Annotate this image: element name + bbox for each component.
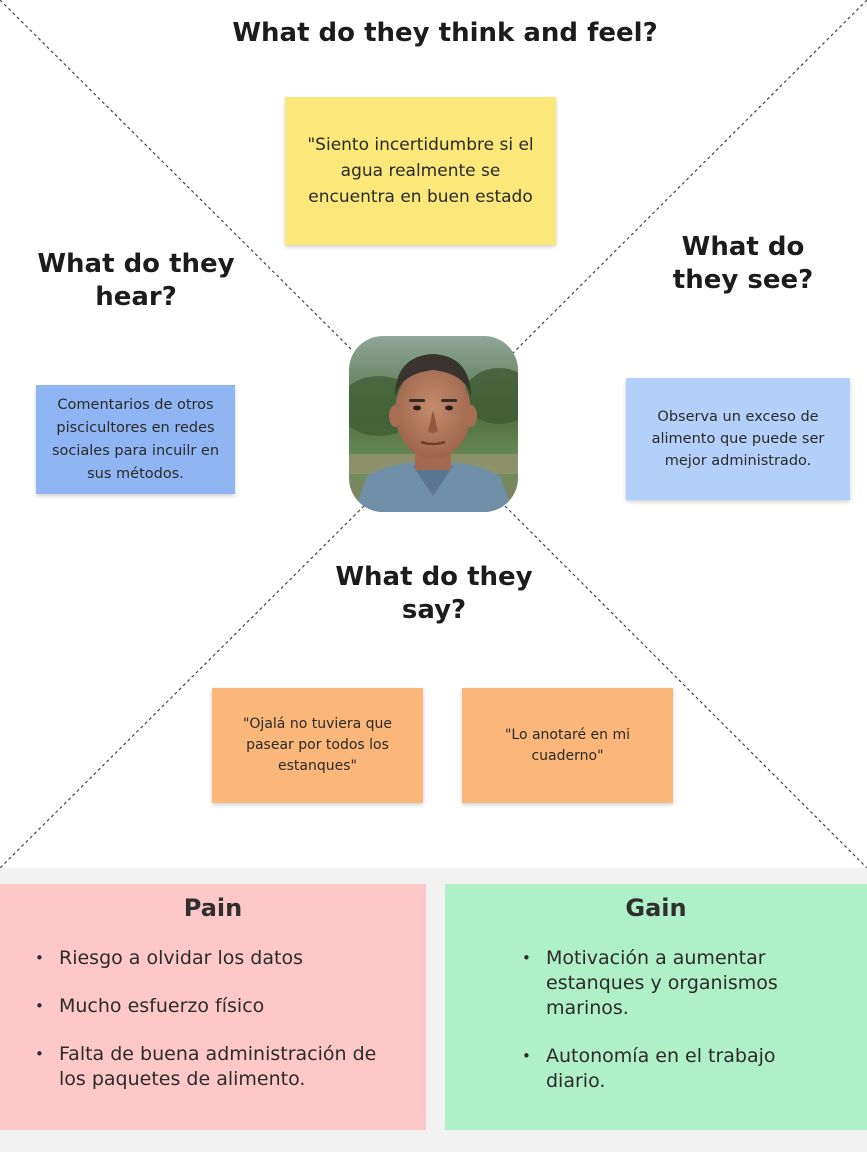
think-feel-heading: What do they think and feel? (232, 18, 658, 48)
divider-bottom-right (504, 505, 867, 869)
persona-portrait-icon (349, 336, 518, 512)
pain-list: Riesgo a olvidar los datos Mucho esfuerz… (35, 946, 405, 1115)
divider-bottom-left (0, 505, 365, 869)
say-sticky-2: "Lo anotaré en mi cuaderno" (462, 688, 673, 803)
persona-avatar (349, 336, 518, 512)
gain-item: Autonomía en el trabajo diario. (522, 1044, 797, 1094)
pain-item: Falta de buena administración de los paq… (35, 1042, 405, 1092)
say-sticky-1: "Ojalá no tuviera que pasear por todos l… (212, 688, 423, 803)
see-sticky-text: Observa un exceso de alimento que puede … (651, 409, 825, 469)
gain-list: Motivación a aumentar estanques y organi… (522, 946, 797, 1117)
think-feel-sticky-text: "Siento incertidumbre si el agua realmen… (307, 135, 534, 207)
pain-panel: Pain Riesgo a olvidar los datos Mucho es… (0, 884, 426, 1130)
gain-item: Motivación a aumentar estanques y organi… (522, 946, 797, 1021)
pain-item: Mucho esfuerzo físico (35, 994, 405, 1019)
think-feel-sticky: "Siento incertidumbre si el agua realmen… (285, 97, 556, 245)
hear-heading: What do they hear? (37, 249, 235, 312)
say-heading: What do they say? (335, 562, 533, 625)
gain-title: Gain (625, 894, 687, 922)
see-sticky: Observa un exceso de alimento que puede … (626, 378, 850, 500)
pain-item: Riesgo a olvidar los datos (35, 946, 405, 971)
pain-title: Pain (183, 894, 243, 922)
gain-panel: Gain Motivación a aumentar estanques y o… (445, 884, 867, 1130)
see-heading: What do they see? (672, 232, 814, 295)
hear-sticky: Comentarios de otros piscicultores en re… (36, 385, 235, 494)
say-sticky-1-text: "Ojalá no tuviera que pasear por todos l… (242, 716, 393, 774)
say-sticky-2-text: "Lo anotaré en mi cuaderno" (504, 726, 631, 764)
hear-sticky-text: Comentarios de otros piscicultores en re… (51, 396, 220, 482)
divider-top-right (511, 0, 867, 355)
